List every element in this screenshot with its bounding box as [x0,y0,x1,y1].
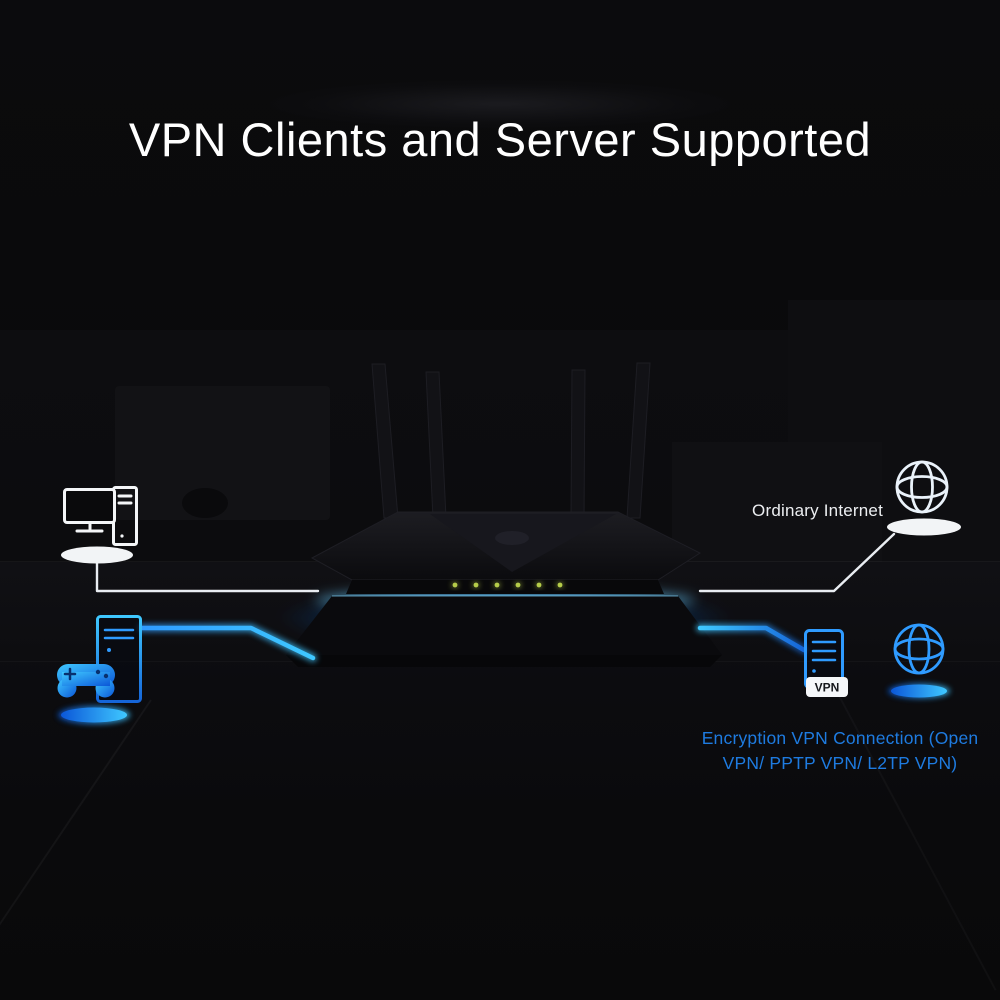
white-line-router-to-internet [698,532,896,593]
router-stand-base [286,596,722,655]
gaming-pc-icon [57,615,142,703]
vpn-badge: VPN [806,677,848,697]
background-right-mid-block [672,442,882,562]
connection-lines [95,532,896,662]
vpn-globe-platform-ellipse [888,683,950,699]
router-led-lights [452,582,563,588]
vpn-globe-icon [893,623,945,675]
internet-globe-icon [895,460,949,514]
background-top-shadow [270,80,730,128]
desktop-computer-icon [63,486,138,546]
router-logo [495,531,529,545]
vpn-connection-label-line2: VPN/ PPTP VPN/ L2TP VPN) [722,753,958,773]
background-left-circle [182,488,228,518]
desktop-platform-ellipse [61,546,133,564]
vpn-connection-label-line1: Encryption VPN Connection (Open [701,728,979,748]
gamingpc-platform-ellipse [58,706,130,724]
router-front-face [346,580,664,594]
ordinary-internet-label: Ordinary Internet [752,501,883,520]
gamepad-icon [57,664,115,698]
router-stand-lip [286,655,722,667]
blue-line-router-to-vpn [697,625,807,653]
router-illustration [286,362,722,667]
vpn-connection-label: Encryption VPN Connection (Open VPN/ PPT… [690,726,990,776]
page-title: VPN Clients and Server Supported [128,113,872,166]
router-antennas [371,362,651,519]
white-line-desktop-to-router [95,561,320,593]
blue-line-gamingpc-to-router [139,625,316,661]
vpn-server-icon: VPN [804,629,848,697]
vpn-badge-text: VPN [815,681,840,695]
internet-globe-platform-ellipse [887,518,961,536]
